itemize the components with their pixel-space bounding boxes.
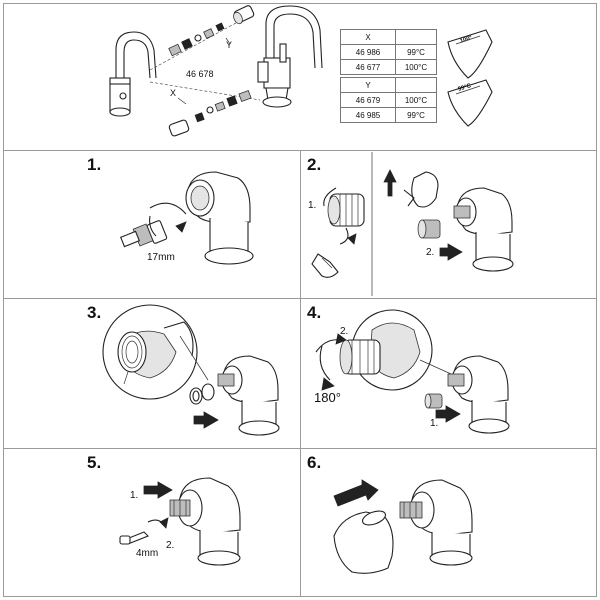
step-5-sub-1: 1. bbox=[130, 490, 139, 501]
step-3-number: 3. bbox=[87, 303, 102, 322]
step-6-number: 6. bbox=[307, 453, 322, 472]
step-5-hex-size: 4mm bbox=[136, 548, 159, 559]
header-part-number: 46 678 bbox=[186, 69, 214, 79]
cartridge-part-lower bbox=[168, 90, 252, 137]
step-4-rotation-angle: 180° bbox=[314, 390, 341, 405]
step-2-sub-2: 2. bbox=[426, 247, 435, 258]
step-1-number: 1. bbox=[87, 155, 102, 174]
step-5-sub-2: 2. bbox=[166, 540, 175, 551]
table-cell-temp: 100°C bbox=[395, 59, 437, 75]
table-cell-temp: 99°C bbox=[395, 107, 437, 123]
faucet-large-illustration bbox=[257, 5, 323, 108]
exploded-parts-illustration bbox=[149, 5, 261, 137]
step-1-cartridge bbox=[119, 220, 168, 248]
header-y-marker: Y bbox=[226, 40, 233, 50]
step-4-number: 4. bbox=[307, 303, 322, 322]
step-1-wrench-size: 17mm bbox=[147, 252, 175, 263]
divider-column bbox=[300, 150, 301, 597]
step-2-number: 2. bbox=[307, 155, 322, 174]
step-5-number: 5. bbox=[87, 453, 102, 472]
header-x-marker: X bbox=[170, 88, 177, 98]
cartridge-part-upper bbox=[168, 5, 255, 57]
step-2-sub-1: 1. bbox=[308, 200, 317, 211]
step-4-sub-2: 2. bbox=[340, 326, 349, 337]
step-4-sub-1: 1. bbox=[430, 418, 439, 429]
temperature-dial-caps bbox=[447, 29, 493, 127]
faucet-small-illustration bbox=[109, 31, 157, 117]
